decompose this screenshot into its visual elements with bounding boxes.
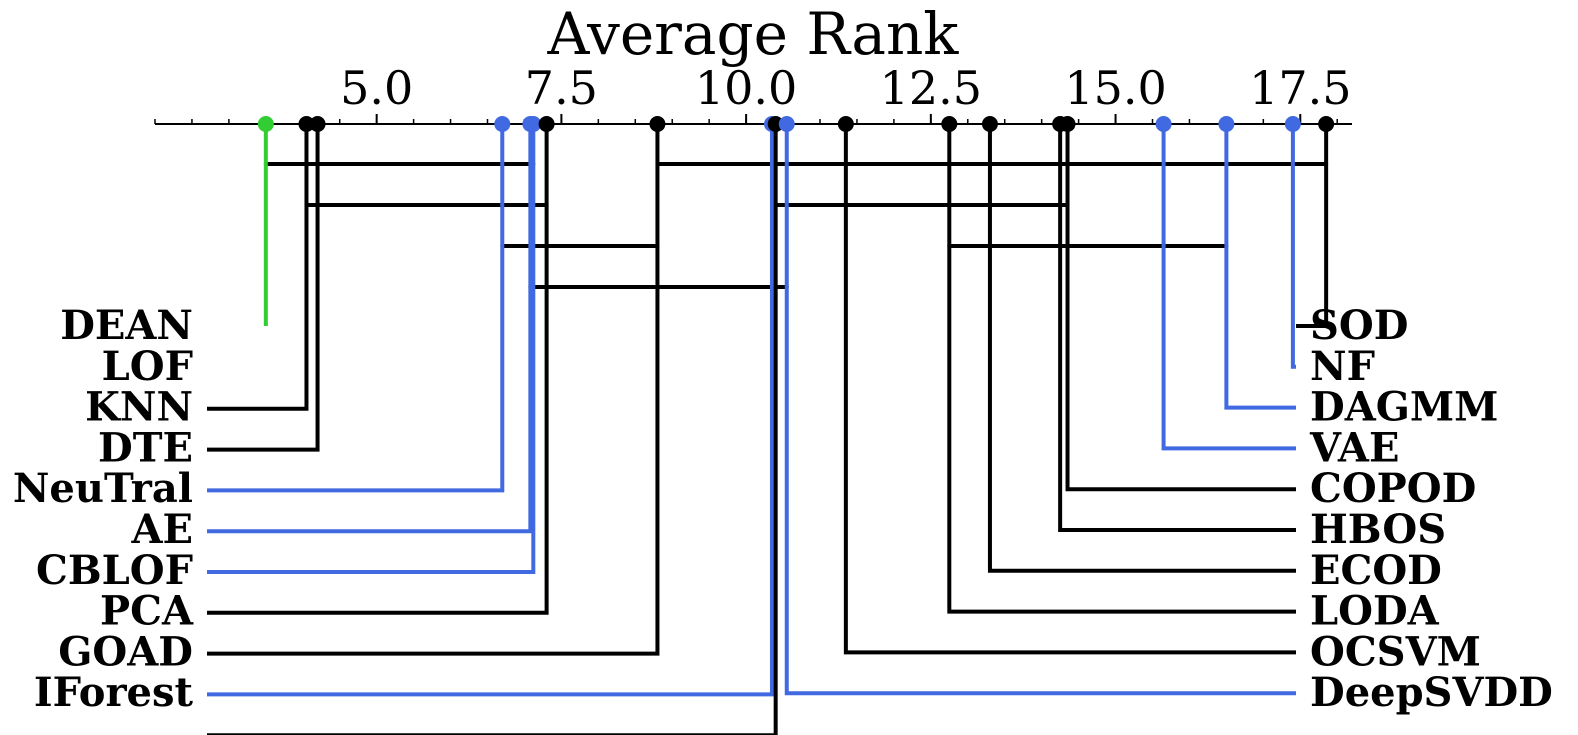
method-line-dte — [207, 124, 505, 493]
rank-marker-ocsvm — [837, 116, 854, 132]
rank-marker-ecod — [981, 116, 998, 132]
rank-marker-vae — [1155, 116, 1172, 132]
method-label-sod: SOD — [1310, 302, 1408, 349]
method-lines — [207, 116, 1335, 735]
method-line-ae — [207, 124, 536, 574]
method-label-neutral: NeuTral — [13, 465, 193, 512]
rank-marker-pca — [649, 116, 666, 132]
method-line-nf — [1290, 124, 1296, 369]
method-label-copod: COPOD — [1310, 465, 1476, 512]
rank-marker-sod — [1318, 116, 1335, 132]
method-label-loda: LODA — [1310, 588, 1440, 635]
method-label-hbos: HBOS — [1310, 506, 1446, 553]
method-label-iforest: IForest — [34, 669, 194, 716]
method-label-goad: GOAD — [58, 628, 193, 675]
method-label-dean: DEAN — [60, 302, 193, 349]
rank-marker-dagmm — [1218, 116, 1235, 132]
method-line-pca — [207, 124, 660, 656]
method-line-iforest — [207, 124, 778, 735]
method-label-ecod: ECOD — [1310, 547, 1442, 594]
method-line-cblof — [207, 124, 549, 615]
method-label-dagmm: DAGMM — [1310, 384, 1498, 431]
tick-label: 15.0 — [1064, 61, 1166, 115]
method-label-deepsvdd: DeepSVDD — [1310, 669, 1553, 716]
method-line-goad — [207, 124, 774, 697]
method-label-knn: KNN — [85, 384, 193, 431]
tick-label: 5.0 — [340, 61, 413, 115]
rank-marker-hbos — [1052, 116, 1069, 132]
rank-marker-nf — [1284, 116, 1301, 132]
tick-label: 17.5 — [1249, 61, 1351, 115]
method-line-ecod — [987, 124, 1296, 573]
rank-marker-knn — [309, 116, 326, 132]
method-label-lof: LOF — [102, 343, 193, 390]
axis-title: Average Rank — [547, 0, 960, 68]
tick-label: 10.0 — [695, 61, 797, 115]
method-line-ocsvm — [843, 124, 1296, 655]
clique-bars — [263, 162, 1329, 289]
method-label-pca: PCA — [100, 588, 194, 635]
tick-label: 12.5 — [880, 61, 982, 115]
method-label-nf: NF — [1310, 343, 1375, 390]
method-line-sod — [1296, 124, 1329, 328]
method-line-neutral — [207, 124, 533, 534]
rank-marker-ae — [525, 116, 542, 132]
rank-marker-cblof — [538, 116, 555, 132]
method-line-vae — [1161, 124, 1296, 451]
rank-marker-lof — [298, 116, 315, 132]
major-ticks: 5.0 7.5 10.0 12.5 15.0 17.5 — [340, 61, 1351, 124]
method-line-lof — [207, 124, 309, 411]
method-label-cblof: CBLOF — [36, 547, 193, 594]
method-label-dte: DTE — [98, 424, 193, 471]
method-label-vae: VAE — [1309, 424, 1399, 471]
method-label-ocsvm: OCSVM — [1310, 628, 1481, 675]
tick-label: 7.5 — [525, 61, 598, 115]
method-line-loda — [947, 124, 1296, 614]
method-line-knn — [207, 124, 320, 452]
method-line-copod — [1065, 124, 1296, 492]
rank-marker-deepsvdd — [778, 116, 795, 132]
method-line-deepsvdd — [784, 124, 1296, 696]
method-line-hbos — [1058, 124, 1296, 532]
method-label-ae: AE — [130, 506, 193, 553]
method-labels: DEANLOFKNNDTENeuTralAECBLOFPCAGOADIFores… — [13, 302, 1553, 716]
rank-marker-loda — [941, 116, 958, 132]
rank-marker-dean — [257, 116, 274, 132]
rank-marker-iforest — [767, 116, 784, 132]
rank-marker-dte — [494, 116, 511, 132]
method-line-dagmm — [1224, 124, 1296, 410]
